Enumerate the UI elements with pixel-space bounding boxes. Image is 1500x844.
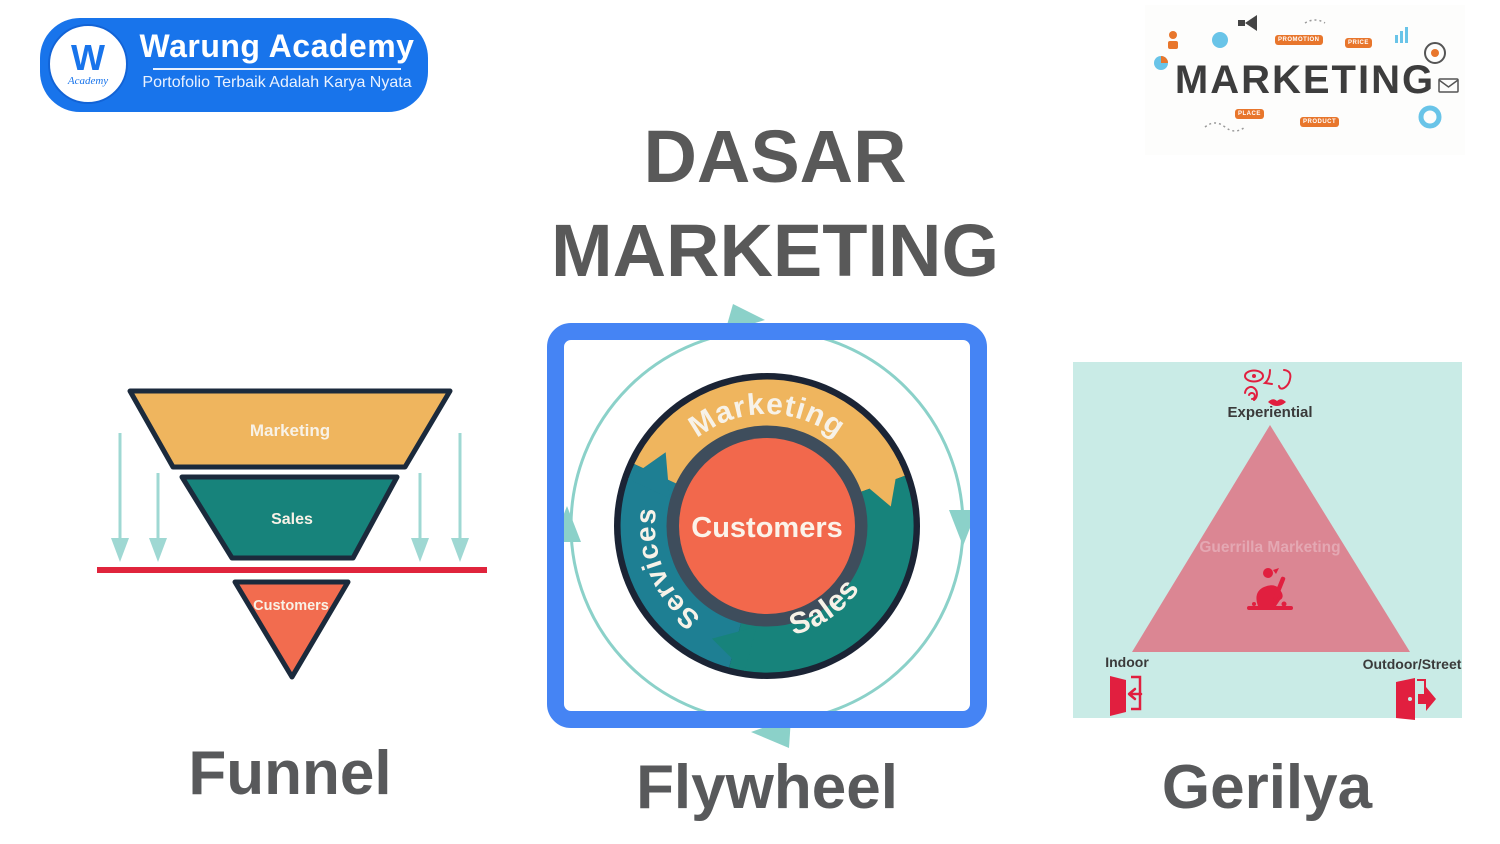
flywheel-segment-marketing — [634, 379, 905, 493]
indoor-door-icon — [1110, 675, 1143, 716]
doodle-tag-price: PRICE — [1345, 38, 1372, 48]
logo-underline — [152, 68, 402, 70]
caption-funnel: Funnel — [188, 739, 392, 808]
doodle-tag-promotion: PROMOTION — [1275, 35, 1323, 45]
title-line-2: MARKETING — [550, 209, 1000, 292]
doodle-tag-product: PRODUCT — [1300, 117, 1340, 127]
doodle-tag-place: PLACE — [1235, 109, 1264, 119]
logo-circle: W Academy — [48, 24, 128, 104]
title-line-1: DASAR — [643, 115, 907, 198]
funnel-label-customers: Customers — [253, 598, 329, 614]
marketing-doodle: MARKETING PROMOTION PRICE PLACE PRODUCT — [1145, 5, 1465, 155]
funnel-stage-customers — [232, 579, 351, 680]
funnel-label-sales: Sales — [271, 511, 313, 528]
funnel-diagram: Marketing Sales Customers — [97, 388, 487, 680]
outdoor-door-shapes — [1396, 678, 1436, 720]
flywheel-frame — [547, 323, 987, 728]
gerilya-diagram: Experiential Guerrilla Marketing Indoor — [1073, 362, 1462, 720]
flywheel-segment-sales — [729, 475, 914, 673]
senses-shapes — [1244, 369, 1292, 406]
funnel-shapes — [127, 388, 453, 680]
funnel-stage-sales — [179, 474, 400, 561]
logo-monogram-caption: Academy — [67, 75, 109, 87]
flywheel-arrow-services — [627, 452, 670, 499]
doodle-decoration — [1154, 15, 1459, 132]
outdoor-door-icon — [1396, 678, 1436, 720]
funnel-arrows — [111, 433, 469, 562]
guerrilla-shapes — [1247, 568, 1293, 610]
senses-icon — [1244, 369, 1292, 406]
gerilya-label-experiential: Experiential — [1227, 404, 1313, 421]
slide-title: DASAR MARKETING — [420, 110, 1130, 298]
caption-flywheel: Flywheel — [636, 753, 898, 822]
funnel-baseline — [97, 567, 487, 573]
flywheel-arrow-sales — [711, 626, 757, 672]
caption-gerilya: Gerilya — [1161, 753, 1373, 822]
logo-monogram: W — [71, 37, 105, 78]
flywheel-inner-ring — [666, 425, 868, 627]
flywheel-wheel: Marketing Sales Services Customers — [553, 304, 977, 748]
logo-badge: W Academy Warung Academy Portofolio Terb… — [40, 18, 428, 112]
gerilya-label-guerrilla-marketing: Guerrilla Marketing — [1199, 539, 1341, 556]
flywheel-center-label: Customers — [691, 512, 843, 544]
logo-brand: Warung Academy — [139, 28, 415, 64]
flywheel-arrow-marketing — [855, 461, 899, 507]
gerilya-label-indoor: Indoor — [1105, 654, 1149, 670]
indoor-door-shapes — [1110, 675, 1143, 716]
guerrilla-person-icon — [1247, 568, 1293, 610]
flywheel-segment-services — [620, 464, 742, 668]
flywheel-center-circle — [679, 438, 855, 614]
funnel-stage-marketing — [127, 388, 453, 470]
flywheel-diagram: Marketing Sales Services Customers — [547, 304, 987, 748]
funnel-label-marketing: Marketing — [250, 421, 330, 440]
doodle-shapes — [1154, 15, 1459, 132]
gerilya-triangle-shape — [1132, 425, 1410, 652]
logo-tagline: Portofolio Terbaik Adalah Karya Nyata — [142, 74, 412, 91]
gerilya-label-outdoor-street: Outdoor/Street — [1362, 656, 1462, 672]
logo-text: Warung Academy Portofolio Terbaik Adalah… — [136, 28, 418, 92]
doodle-headline: MARKETING — [1174, 58, 1436, 102]
gerilya-triangle — [1132, 425, 1410, 652]
